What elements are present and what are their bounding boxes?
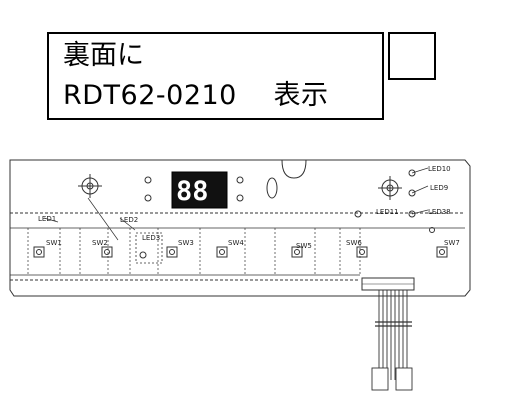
note-line-2: RDT62-0210 表示 (63, 80, 329, 111)
label-led2: LED2 (120, 216, 138, 224)
label-sw1: SW1 (46, 239, 62, 247)
component-labels: LED1 LED2 LED3 LED9 LED10 LED11 LED38 SW… (38, 165, 460, 250)
empty-check-box (388, 32, 436, 80)
label-sw6: SW6 (346, 239, 362, 247)
note-box: 裏面に RDT62-0210 表示 (47, 32, 384, 120)
label-sw5: SW5 (296, 242, 312, 250)
switch-pads (33, 246, 448, 258)
label-led1: LED1 (38, 215, 56, 223)
ribbon-cable (371, 290, 413, 391)
oval-slot (266, 177, 278, 199)
seven-segment-display (171, 171, 228, 209)
board-outline (9, 159, 471, 297)
label-led38: LED38 (428, 208, 451, 216)
label-sw4: SW4 (228, 239, 244, 247)
label-led9: LED9 (430, 184, 448, 192)
label-led11: LED11 (376, 208, 399, 216)
right-screw-hole (378, 176, 402, 200)
label-sw7: SW7 (444, 239, 460, 247)
note-line-1: 裏面に (63, 40, 144, 71)
label-sw2: SW2 (92, 239, 108, 247)
left-screw-hole (78, 174, 102, 198)
board-notch (281, 159, 307, 179)
label-led10: LED10 (428, 165, 451, 173)
label-sw3: SW3 (178, 239, 194, 247)
display-digits: 88 (176, 176, 209, 207)
label-led3: LED3 (142, 234, 160, 242)
